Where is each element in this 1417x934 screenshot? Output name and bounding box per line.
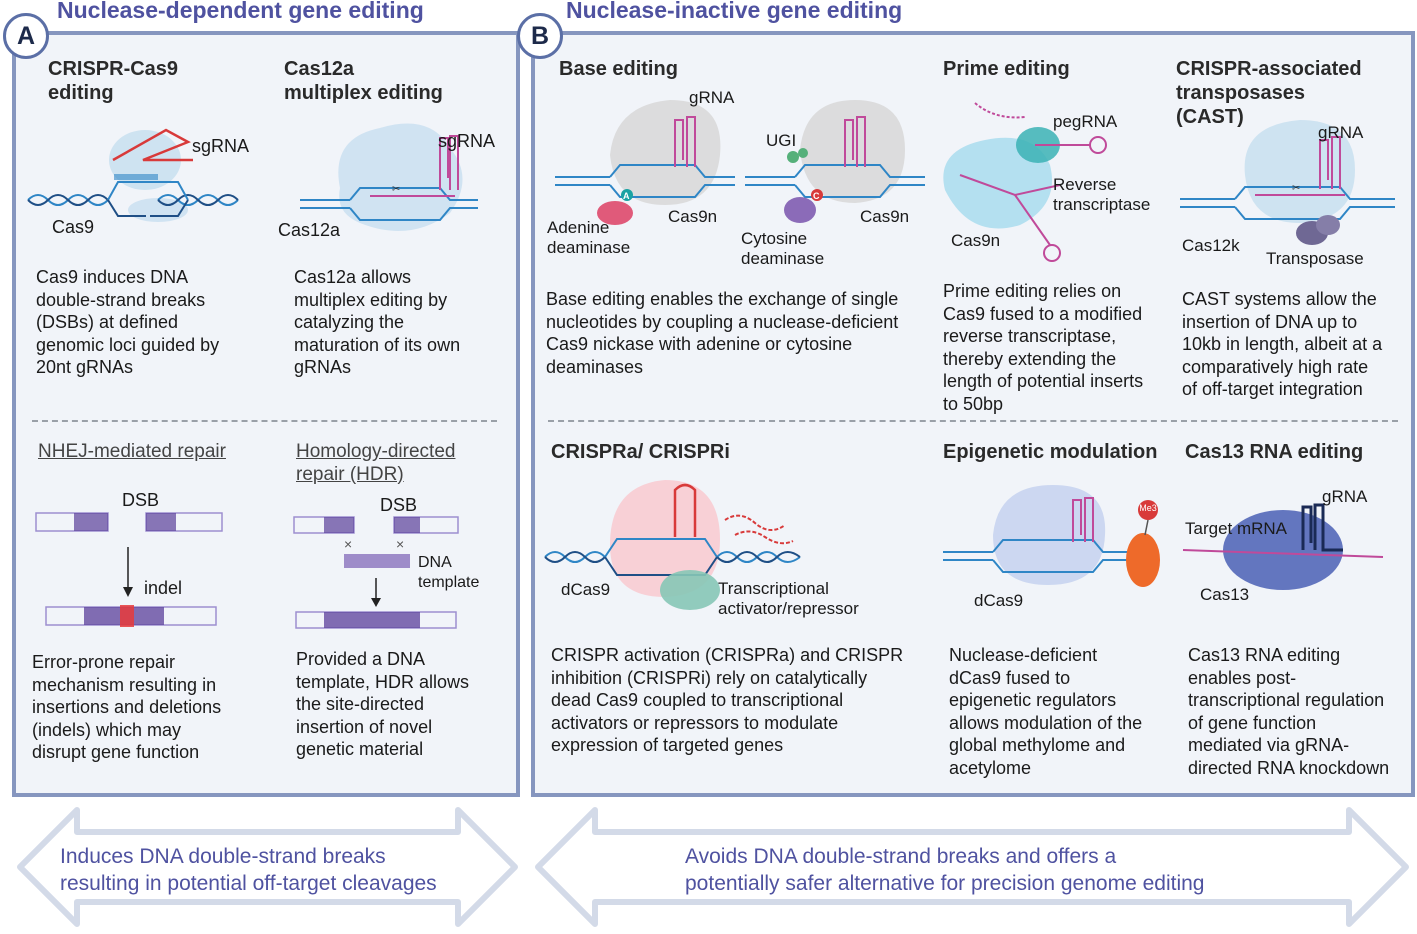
epigenetic-dcas9-label: dCas9 — [974, 591, 1024, 610]
svg-text:✂: ✂ — [392, 184, 400, 195]
epigenetic-description: Nuclease-deficient dCas9 fused to epigen… — [949, 645, 1143, 778]
base-editing-description: Base editing enables the exchange of sin… — [546, 289, 899, 377]
arrow-a — [17, 807, 518, 927]
cas12a-protein-label: Cas12a — [278, 220, 341, 240]
base-cytosine-label: Cytosine deaminase — [741, 229, 825, 268]
section-title-nuclease-dependent: Nuclease-dependent gene editing — [57, 0, 424, 23]
arrow-a-text: Induces DNA double-strand breaks resulti… — [60, 845, 437, 895]
section-title-nuclease-inactive: Nuclease-inactive gene editing — [566, 0, 903, 23]
cas12a-sgrna-label: sgRNA — [438, 131, 496, 151]
crispra-illustration — [544, 480, 801, 610]
base-editing-illustration: A C — [555, 100, 925, 225]
marker-c: C — [813, 191, 820, 201]
crispra-activator-label: Transcriptional activator/repressor — [718, 579, 859, 618]
divider-a — [32, 420, 497, 422]
cas12a-heading: Cas12a multiplex editing — [284, 58, 443, 104]
nhej-indel-label: indel — [144, 578, 183, 598]
cas13-illustration — [1182, 503, 1384, 590]
cast-transposase-label: Transposase — [1266, 249, 1364, 268]
crispra-heading: CRISPRa/ CRISPRi — [551, 441, 730, 463]
cas12a-illustration: ✂ — [300, 123, 478, 231]
epigenetic-heading: Epigenetic modulation — [943, 441, 1158, 463]
cas9-illustration — [27, 128, 239, 222]
cast-heading: CRISPR-associated transposases (CAST) — [1176, 58, 1362, 128]
nhej-description: Error-prone repair mechanism resulting i… — [32, 652, 222, 762]
prime-cas9n-label: Cas9n — [951, 231, 1001, 250]
prime-pegrna-label: pegRNA — [1053, 112, 1118, 131]
hdr-heading: Homology-directed repair (HDR) — [296, 441, 456, 485]
svg-text:×: × — [344, 536, 352, 552]
cas12a-description: Cas12a allows multiplex editing by catal… — [294, 267, 461, 377]
nhej-illustration — [35, 512, 223, 627]
divider-b — [548, 420, 1398, 422]
prime-editing-description: Prime editing relies on Cas9 fused to a … — [943, 281, 1144, 414]
prime-editing-heading: Prime editing — [943, 58, 1070, 80]
svg-text:✂: ✂ — [1292, 183, 1300, 194]
base-ugi-label: UGI — [766, 131, 797, 150]
svg-text:×: × — [396, 536, 404, 552]
hdr-template-label: DNA template — [418, 554, 480, 591]
prime-rt-label: Reverse transcriptase — [1053, 175, 1151, 214]
hdr-illustration: × × — [293, 516, 459, 629]
base-cas9n-label-1: Cas9n — [668, 207, 718, 226]
crispra-description: CRISPR activation (CRISPRa) and CRISPR i… — [551, 645, 904, 755]
cast-description: CAST systems allow the insertion of DNA … — [1182, 289, 1383, 399]
nhej-heading: NHEJ-mediated repair — [38, 441, 226, 462]
hdr-dsb-label: DSB — [380, 495, 418, 515]
cas9-sgrna-label: sgRNA — [192, 136, 250, 156]
base-adenine-label: Adenine deaminase — [547, 218, 631, 257]
base-grna-label: gRNA — [689, 88, 735, 107]
prime-editing-illustration — [943, 102, 1107, 262]
marker-a: A — [623, 191, 630, 201]
arrow-b-text: Avoids DNA double-strand breaks and offe… — [685, 845, 1205, 895]
base-cas9n-label-2: Cas9n — [860, 207, 910, 226]
cas13-heading: Cas13 RNA editing — [1185, 441, 1364, 463]
epigenetic-me3-label: Me3 — [1139, 503, 1157, 513]
nhej-dsb-label: DSB — [122, 490, 160, 510]
cas13-mrna-label: Target mRNA — [1185, 519, 1288, 538]
hdr-description: Provided a DNA template, HDR allows the … — [296, 649, 470, 759]
cas9-protein-label: Cas9 — [52, 217, 95, 237]
cas13-protein-label: Cas13 — [1200, 585, 1250, 604]
cas9-description: Cas9 induces DNA double-strand breaks (D… — [36, 267, 220, 377]
cas13-description: Cas13 RNA editing enables post- transcri… — [1188, 645, 1390, 778]
arrow-b — [535, 807, 1409, 927]
epigenetic-illustration — [943, 485, 1160, 587]
crispra-dcas9-label: dCas9 — [561, 580, 611, 599]
cast-illustration: ✂ — [1180, 120, 1395, 245]
cast-cas12k-label: Cas12k — [1182, 236, 1240, 255]
cast-grna-label: gRNA — [1318, 123, 1364, 142]
badge-a: A — [3, 13, 49, 59]
cas13-grna-label: gRNA — [1322, 487, 1368, 506]
base-editing-heading: Base editing — [559, 58, 678, 80]
cas9-heading: CRISPR-Cas9 editing — [48, 58, 179, 104]
badge-b: B — [517, 13, 563, 59]
